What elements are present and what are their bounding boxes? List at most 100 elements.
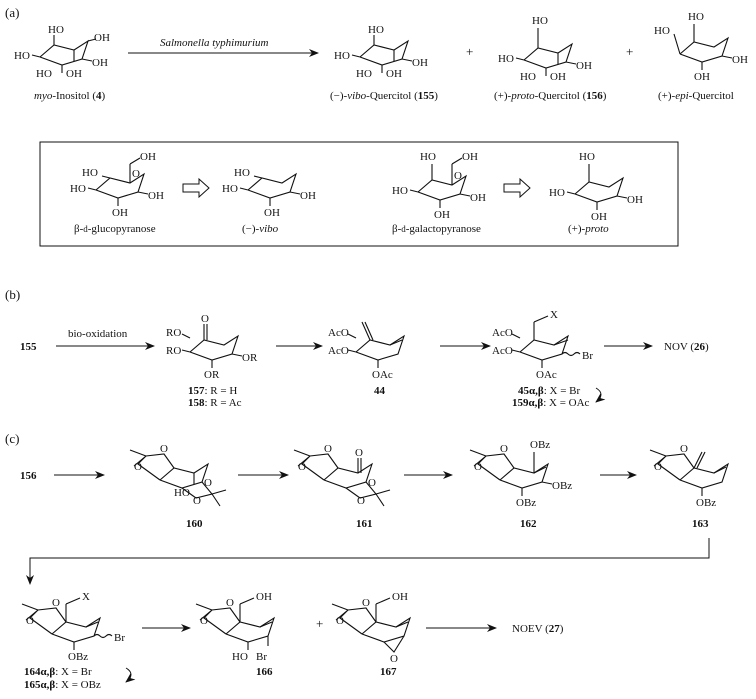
- allyl-bromide-45-159-structure: X AcO AcO Br OAc: [492, 309, 593, 381]
- atom-oh: OH: [148, 190, 164, 202]
- glucopyranose-label: β-d-glucopyranose: [74, 223, 156, 235]
- atom-ho: HO: [36, 68, 52, 80]
- atom-ho: HO: [368, 24, 384, 36]
- atom-oh: OH: [591, 211, 607, 223]
- compound-156-start: 156: [20, 470, 37, 482]
- compound-44-label: 44: [374, 385, 386, 397]
- atom-oac: OAc: [372, 369, 393, 381]
- atom-or: OR: [204, 369, 220, 381]
- dienyl-dibenzoate-162-structure: O O OBz OBz OBz: [469, 439, 572, 509]
- panel-c-label: (c): [5, 431, 19, 446]
- compound-epi-label: (+)-epi-Quercitol: [658, 90, 734, 102]
- atom-oh: OH: [300, 190, 316, 202]
- vibo-box-label: (−)-vibo: [242, 223, 279, 235]
- reagent-salmonella: Salmonella typhimurium: [160, 37, 269, 49]
- curved-arrow: [595, 387, 606, 403]
- atom-o: O: [200, 615, 208, 627]
- plus-sign: +: [466, 44, 473, 59]
- atom-ho: HO: [356, 68, 372, 80]
- atom-ho: HO: [392, 185, 408, 197]
- nov-label: NOV (26): [664, 341, 709, 353]
- atom-oh: OH: [264, 207, 280, 219]
- analogy-box: [39, 141, 679, 247]
- atom-ho: HO: [420, 151, 436, 163]
- atom-obz: OBz: [68, 651, 88, 663]
- atom-ho: HO: [549, 187, 565, 199]
- atom-o: O: [336, 615, 344, 627]
- bis-acetonide-160-structure: O O HO O O: [129, 443, 227, 507]
- atom-o: O: [368, 477, 376, 489]
- atom-oh: OH: [94, 32, 110, 44]
- atom-oh: OH: [576, 60, 592, 72]
- atom-o: O: [132, 168, 140, 180]
- atom-obz: OBz: [516, 497, 536, 509]
- atom-oh: OH: [462, 151, 478, 163]
- atom-obz: OBz: [552, 480, 572, 492]
- proto-box-label: (+)-proto: [568, 223, 609, 235]
- atom-ho: HO: [14, 50, 30, 62]
- atom-aco: AcO: [328, 345, 349, 357]
- atom-o: O: [201, 313, 209, 325]
- compound-160-label: 160: [186, 518, 203, 530]
- atom-ro: RO: [166, 327, 181, 339]
- atom-ho: HO: [232, 651, 248, 663]
- atom-o: O: [355, 447, 363, 459]
- atom-ho: HO: [48, 24, 64, 36]
- panel-b-label: (b): [5, 287, 20, 302]
- atom-o: O: [680, 443, 688, 455]
- noev-label: NOEV (27): [512, 623, 564, 635]
- atom-ho: HO: [234, 167, 250, 179]
- atom-oh: OH: [66, 68, 82, 80]
- atom-oh: OH: [627, 194, 643, 206]
- atom-x: X: [82, 591, 90, 603]
- compound-162-label: 162: [520, 518, 537, 530]
- atom-br: Br: [582, 350, 593, 362]
- diene-44-structure: AcO AcO OAc: [328, 321, 406, 381]
- atom-o: O: [226, 597, 234, 609]
- compound-156-label: (+)-proto-Quercitol (156): [494, 90, 607, 102]
- compound-163-label: 163: [692, 518, 709, 530]
- open-arrow: [503, 177, 531, 199]
- atom-o: O: [454, 170, 462, 182]
- atom-br: Br: [256, 651, 267, 663]
- atom-oh: OH: [140, 151, 156, 163]
- atom-br: Br: [114, 632, 125, 644]
- atom-o: O: [500, 443, 508, 455]
- panel-a-label: (a): [5, 5, 19, 20]
- galactopyranose-label: β-d-galactopyranose: [392, 223, 481, 235]
- atom-o: O: [324, 443, 332, 455]
- compound-4-label: myo-Inositol (4): [34, 90, 106, 102]
- atom-o: O: [26, 615, 34, 627]
- atom-ho: HO: [70, 183, 86, 195]
- arrow-c5: [26, 538, 710, 585]
- plus-sign: +: [626, 44, 633, 59]
- proto-box-structure: HO HO OH OH: [549, 151, 643, 223]
- atom-ho: HO: [579, 151, 595, 163]
- atom-oh: OH: [470, 192, 486, 204]
- atom-oh: OH: [112, 207, 128, 219]
- atom-ho: HO: [222, 183, 238, 195]
- atom-o: O: [357, 495, 365, 507]
- atom-o: O: [134, 461, 142, 473]
- atom-ho: HO: [520, 71, 536, 83]
- atom-o: O: [160, 443, 168, 455]
- atom-o: O: [474, 461, 482, 473]
- atom-oh: OH: [92, 57, 108, 69]
- atom-ho: HO: [532, 15, 548, 27]
- compound-167-label: 167: [380, 666, 397, 678]
- compound-155-label: (−)-vibo-Quercitol (155): [330, 90, 438, 102]
- compound-165-label: 165α,β: X = OBz: [24, 679, 101, 691]
- plus-sign: +: [316, 616, 323, 631]
- atom-ho: HO: [334, 50, 350, 62]
- atom-oh: OH: [386, 68, 402, 80]
- bromohydrin-166-structure: O O OH HO Br: [195, 591, 276, 663]
- atom-o: O: [362, 597, 370, 609]
- atom-oh: OH: [256, 591, 272, 603]
- exo-methylene-163-structure: O O OBz: [649, 443, 730, 509]
- atom-o: O: [390, 653, 398, 665]
- atom-oh: OH: [732, 54, 748, 66]
- atom-ho: HO: [174, 487, 190, 499]
- atom-o: O: [204, 477, 212, 489]
- atom-o: O: [298, 461, 306, 473]
